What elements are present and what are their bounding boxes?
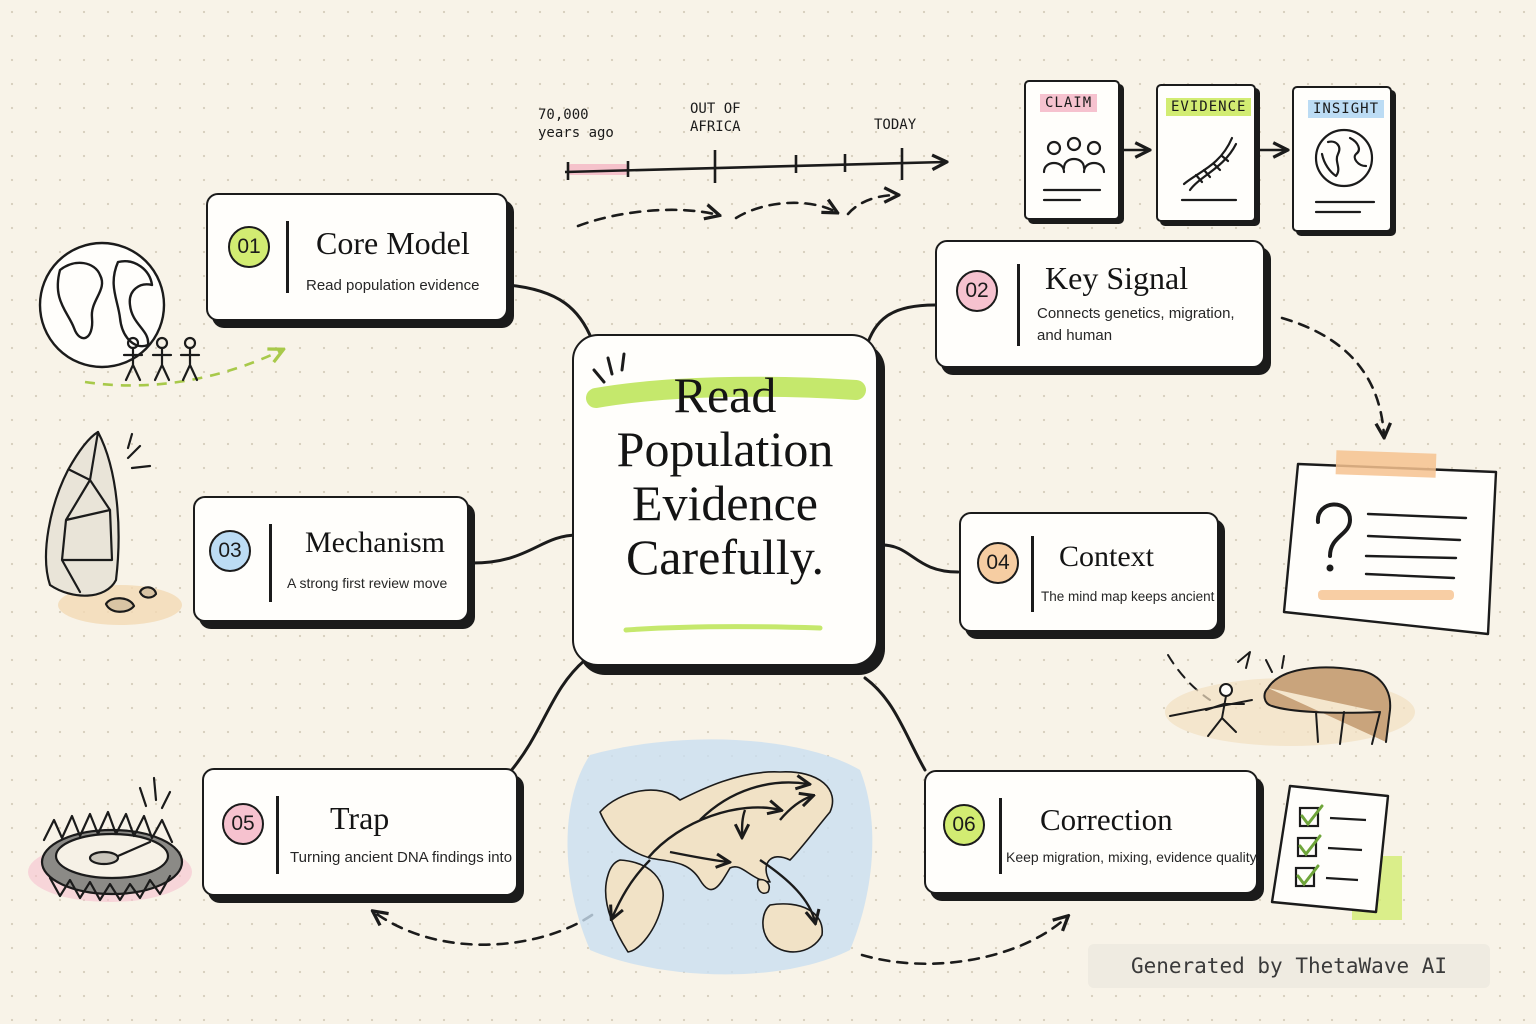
central-topic: Read Population Evidence Carefully. (572, 334, 878, 666)
question-note-illustration (1282, 450, 1498, 636)
insight-card-label: INSIGHT (1308, 100, 1385, 118)
timeline-axis (564, 148, 945, 183)
node-05-badge: 05 (222, 803, 264, 845)
dna-icon (1180, 136, 1238, 202)
central-title-line-1: Read (673, 367, 777, 423)
node-04-badge: 04 (977, 542, 1019, 584)
timeline-mid-line1: OUT OF (690, 101, 741, 117)
dashed-arrows (374, 195, 1384, 966)
globe-icon (1314, 128, 1376, 214)
timeline-start-value: 70,000 (538, 107, 589, 123)
claim-card-label: CLAIM (1040, 94, 1098, 112)
hunting-scene-illustration (1165, 651, 1415, 746)
people-icon (1042, 136, 1106, 202)
world-map-illustration (567, 739, 873, 975)
node-05-subtitle: Turning ancient DNA findings into (290, 849, 513, 866)
node-02-subtitle-line-2: and human (1037, 327, 1113, 344)
node-trap: 05 Trap Turning ancient DNA findings int… (202, 768, 518, 896)
node-01-title: Core Model (316, 225, 470, 261)
node-correction: 06 Correction Keep migration, mixing, ev… (924, 770, 1260, 894)
node-06-subtitle: Keep migration, mixing, evidence quality… (1006, 849, 1260, 865)
timeline-end-label: TODAY (874, 116, 916, 134)
claim-card: CLAIM (1024, 80, 1120, 220)
timeline-mid-line2: AFRICA (690, 119, 741, 135)
node-03-subtitle: A strong first review move (287, 575, 448, 591)
node-core-model: 01 Core Model Read population evidence (206, 193, 508, 321)
node-01-subtitle: Read population evidence (306, 277, 480, 294)
node-06-badge: 06 (943, 804, 985, 846)
insight-card: INSIGHT (1292, 86, 1392, 232)
timeline-mid-label: OUT OF AFRICA (690, 100, 741, 136)
globe-illustration (38, 241, 201, 382)
node-03-divider (269, 524, 272, 602)
timeline-start-label: 70,000 years ago (538, 106, 614, 142)
green-dashed-arrow (84, 350, 282, 387)
stone-tool-illustration (44, 430, 182, 625)
node-02-subtitle: Connects genetics, migration, and human (1037, 303, 1235, 347)
node-context: 04 Context The mind map keeps ancient (959, 512, 1219, 632)
central-title-line-2: Population (616, 421, 834, 477)
node-04-title: Context (1059, 540, 1154, 573)
central-title-line-3: Evidence (631, 475, 818, 531)
timeline-start-unit: years ago (538, 125, 614, 141)
center-highlight-strokes (586, 352, 866, 633)
node-05-title: Trap (330, 800, 390, 836)
node-01-badge: 01 (228, 226, 270, 268)
watermark: Generated by ThetaWave AI (1088, 944, 1490, 988)
node-03-badge: 03 (209, 530, 251, 572)
node-06-divider (999, 798, 1002, 874)
checklist-illustration (1270, 784, 1402, 920)
evidence-card-label: EVIDENCE (1166, 98, 1252, 116)
node-mechanism: 03 Mechanism A strong first review move (193, 496, 469, 622)
node-05-divider (276, 796, 279, 874)
node-02-divider (1017, 264, 1020, 346)
node-02-subtitle-line-1: Connects genetics, migration, (1037, 305, 1235, 322)
node-06-title: Correction (1040, 802, 1173, 837)
node-01-divider (286, 221, 289, 293)
node-key-signal: 02 Key Signal Connects genetics, migrati… (935, 240, 1265, 368)
timeline-end-value: TODAY (874, 117, 917, 133)
central-topic-title: Read Population Evidence Carefully. (574, 368, 876, 584)
central-title-line-4: Carefully. (625, 529, 825, 585)
hub-connectors (470, 283, 960, 774)
node-03-title: Mechanism (305, 526, 445, 559)
node-02-title: Key Signal (1045, 260, 1189, 296)
node-02-badge: 02 (956, 270, 998, 312)
node-04-subtitle: The mind map keeps ancient (1041, 589, 1215, 604)
evidence-card: EVIDENCE (1156, 84, 1256, 222)
node-04-divider (1031, 536, 1034, 612)
trap-illustration (28, 776, 192, 902)
